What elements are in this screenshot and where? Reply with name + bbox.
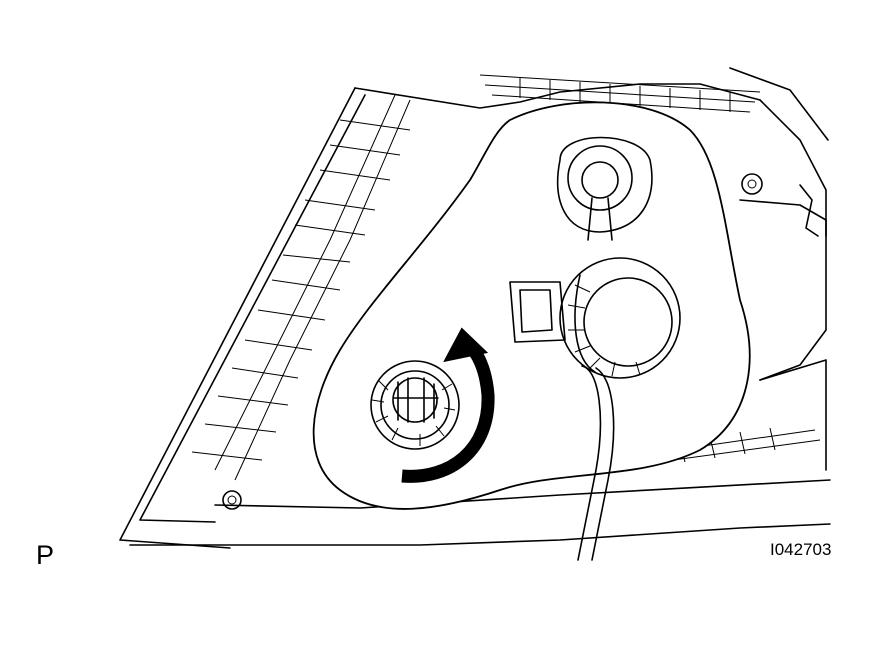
view-code-label: P bbox=[36, 540, 55, 570]
illustration-number: I042703 bbox=[770, 540, 832, 559]
socket-plate bbox=[312, 101, 751, 510]
middle-bulb-socket bbox=[509, 257, 681, 379]
lower-bulb-socket bbox=[370, 360, 460, 450]
upper-bulb-socket bbox=[556, 136, 653, 241]
wire-harness bbox=[577, 365, 615, 561]
counterclockwise-arrow-icon bbox=[401, 327, 495, 483]
